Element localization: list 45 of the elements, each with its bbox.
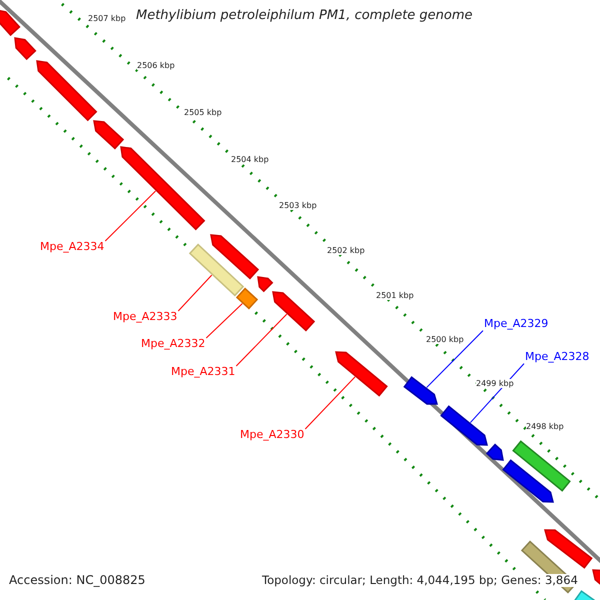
gene-feature (512, 440, 571, 492)
position-label: 2507 kbp (88, 14, 126, 24)
leader-line (178, 274, 212, 312)
gene-label: Mpe_A2328 (525, 351, 590, 364)
gene-feature (14, 37, 36, 60)
gene-feature (403, 376, 438, 405)
gene-feature (188, 244, 244, 296)
position-label: 2499 kbp (476, 379, 514, 388)
title: Methylibium petroleiphilum PM1, complete genome (136, 9, 473, 24)
info-text: Topology: circular; Length: 4,044,195 bp; Genes: 3,864 (262, 574, 578, 588)
leader-line (236, 314, 288, 366)
gene-feature (544, 529, 593, 569)
position-label: 2501 kbp (376, 291, 414, 300)
position-label: 2504 kbp (231, 155, 269, 164)
position-label: 2503 kbp (279, 201, 317, 210)
gene-feature (440, 405, 488, 446)
leader-line (304, 376, 356, 430)
position-label: 2505 kbp (184, 108, 222, 118)
gene-feature (210, 234, 260, 280)
gene-label: Mpe_A2330 (240, 429, 304, 442)
position-label: 2500 kbp (426, 335, 464, 344)
gene-feature (486, 444, 504, 461)
gene-feature (36, 60, 98, 122)
info-text: Accession: NC_008825 (9, 574, 146, 588)
gene-label: Mpe_A2329 (484, 318, 548, 331)
leader-line (104, 190, 156, 242)
leader-line (206, 303, 243, 338)
leader-line (470, 363, 524, 424)
gene-label: Mpe_A2334 (40, 241, 104, 254)
gene-label: Mpe_A2333 (113, 311, 178, 324)
position-label: 2506 kbp (137, 61, 175, 70)
gene-feature (0, 9, 20, 36)
position-label: 2498 kbp (526, 422, 564, 432)
gene-feature (592, 569, 600, 587)
gene-feature (502, 459, 554, 503)
gene-label: Mpe_A2332 (141, 338, 206, 351)
gene-feature (335, 351, 388, 397)
gene-feature (236, 288, 258, 310)
gene-feature (257, 276, 274, 292)
gene-feature (272, 291, 316, 332)
leader-line (426, 330, 484, 388)
gene-feature (93, 120, 124, 150)
gene-label: Mpe_A2331 (171, 366, 236, 379)
position-label: 2502 kbp (327, 246, 365, 256)
gene-feature (120, 146, 206, 230)
